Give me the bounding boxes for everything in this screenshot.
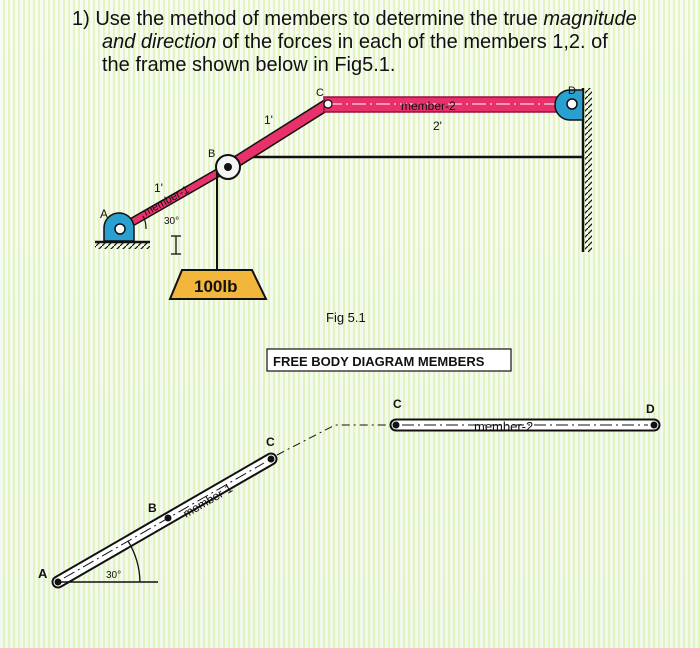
fbd-label-c2: C bbox=[393, 397, 402, 411]
label-d: D bbox=[568, 85, 576, 97]
fig-caption: Fig 5.1 bbox=[326, 310, 366, 325]
member-1-label: member-1 bbox=[142, 184, 192, 219]
fbd-angle-label: 30° bbox=[106, 570, 121, 581]
fbd-joint-c2 bbox=[392, 421, 400, 429]
question-magnitude: magnitude bbox=[543, 8, 637, 30]
fbd-title: FREE BODY DIAGRAM MEMBERS bbox=[273, 354, 485, 369]
question-number: 1) bbox=[72, 8, 90, 30]
member-2-label: member-2 bbox=[401, 99, 456, 113]
wall-support bbox=[581, 88, 592, 252]
bc-length: 1' bbox=[264, 113, 273, 127]
fbd-member-1 bbox=[51, 452, 278, 589]
label-a: A bbox=[100, 207, 108, 221]
pin-support-d bbox=[554, 89, 584, 121]
member-1-length: 1' bbox=[154, 181, 163, 195]
fbd-joint-b bbox=[164, 514, 172, 522]
fbd-angle-arc bbox=[127, 540, 141, 583]
fbd-label-a: A bbox=[38, 566, 48, 581]
fbd-title-box bbox=[266, 348, 512, 372]
fbd-connector bbox=[276, 424, 392, 456]
load-label: 100lb bbox=[194, 277, 237, 296]
fbd-member-2-label: member-2 bbox=[474, 419, 533, 434]
angle-label-top: 30° bbox=[164, 216, 179, 227]
question-text-1: Use the method of members to determine t… bbox=[95, 8, 544, 30]
question-line-3: the frame shown below in Fig5.1. bbox=[72, 54, 672, 77]
question-line-2: and direction of the forces in each of t… bbox=[72, 31, 672, 54]
fbd-label-d: D bbox=[646, 402, 655, 416]
joint-c bbox=[323, 99, 333, 109]
angle-arc-top bbox=[142, 215, 147, 230]
question-direction: and direction bbox=[102, 31, 217, 53]
fbd-label-b: B bbox=[148, 501, 157, 515]
joint-b bbox=[215, 154, 241, 180]
load-block bbox=[168, 269, 268, 300]
question-line-1: 1) Use the method of members to determin… bbox=[72, 8, 672, 31]
member-2-length: 2' bbox=[433, 119, 442, 133]
member-bc-bar bbox=[222, 98, 334, 173]
dimension-marker bbox=[171, 235, 181, 255]
fbd-joint-c1 bbox=[267, 455, 275, 463]
fbd-label-c1: C bbox=[266, 435, 275, 449]
question-text-3: the frame shown below in Fig5.1. bbox=[102, 54, 396, 76]
fbd-joint-d bbox=[650, 421, 658, 429]
member-1-bar bbox=[115, 162, 233, 234]
label-b: B bbox=[208, 148, 215, 160]
question-text-2: of the forces in each of the members 1,2… bbox=[216, 31, 608, 53]
label-c: C bbox=[316, 87, 324, 99]
problem-statement: 1) Use the method of members to determin… bbox=[72, 8, 672, 77]
pin-support-a bbox=[95, 212, 150, 249]
